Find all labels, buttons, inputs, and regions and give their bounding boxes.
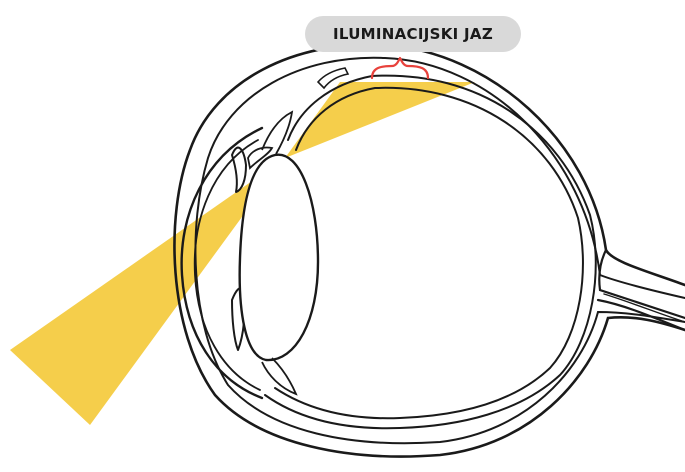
illumination-gap-label-text: ILUMINACIJSKI JAZ	[333, 25, 493, 43]
optic-nerve-upper	[599, 250, 685, 318]
ciliary-body-lower	[262, 358, 296, 394]
lens	[240, 155, 318, 360]
illumination-gap-label: ILUMINACIJSKI JAZ	[305, 16, 521, 52]
